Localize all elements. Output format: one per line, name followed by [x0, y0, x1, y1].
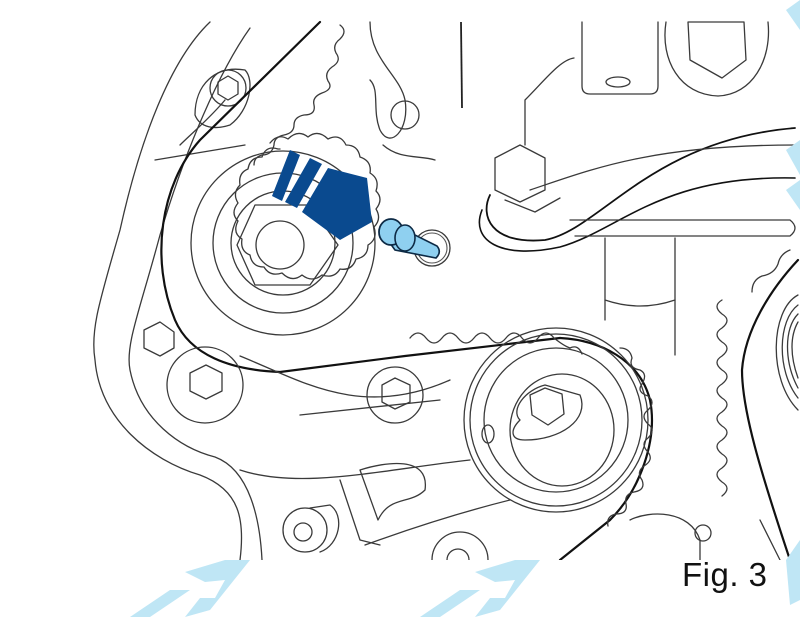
figure-bottom-margin [0, 560, 800, 617]
figure-label: Fig. 3 [682, 556, 768, 593]
upper-brackets [369, 21, 770, 161]
direction-arrow-icon [272, 150, 372, 240]
pipe [478, 127, 796, 356]
engine-housing-outline [93, 21, 263, 561]
housing-bolts [143, 321, 451, 424]
brand-watermark-icon [130, 560, 250, 617]
belt-teeth [253, 24, 791, 527]
brand-watermark-icon [786, 0, 800, 605]
crank-pulley [775, 294, 799, 411]
locking-pin [378, 218, 451, 267]
tensioner-pulley [463, 327, 649, 513]
timing-belt [160, 20, 800, 562]
brand-watermark-icon [420, 560, 540, 617]
